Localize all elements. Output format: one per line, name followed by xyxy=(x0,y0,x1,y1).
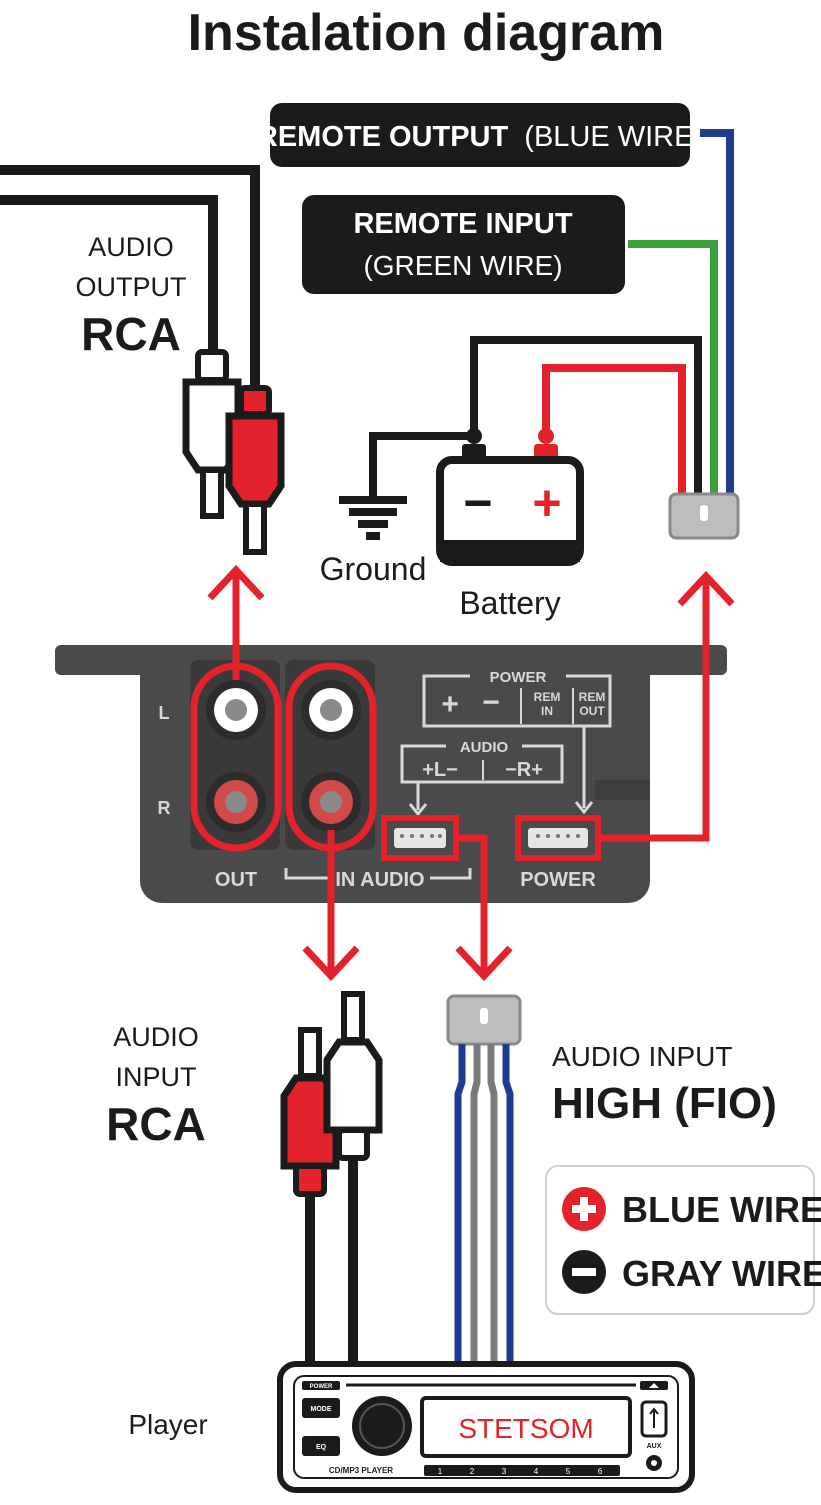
preset-6: 6 xyxy=(598,1467,603,1476)
remote-output-light: (BLUE WIRE) xyxy=(524,121,703,153)
audio-output-cables xyxy=(0,165,260,390)
player-preset-buttons: 1 2 3 4 5 6 xyxy=(424,1465,620,1476)
player-power-button: POWER xyxy=(310,1384,333,1390)
power-panel-plus: + xyxy=(441,688,459,721)
battery-label: Battery xyxy=(459,585,560,621)
battery-black-wire xyxy=(470,336,702,495)
arrow-high-input-line xyxy=(456,834,488,974)
audio-input-label-rca: RCA xyxy=(106,1098,206,1150)
arrow-power-head xyxy=(677,570,735,607)
power-panel-minus: − xyxy=(482,686,500,719)
arrow-out-rca-head xyxy=(207,564,265,601)
input-rca-cables xyxy=(305,1156,358,1372)
player-eq-button: EQ xyxy=(316,1444,327,1451)
in-jack-r xyxy=(301,772,361,832)
output-cable-lower xyxy=(0,195,218,355)
in-jack-l xyxy=(301,680,361,740)
audio-panel: AUDIO +L− −R+ xyxy=(400,737,564,817)
preset-2: 2 xyxy=(470,1467,475,1476)
out-jack-r xyxy=(206,772,266,832)
output-cable-upper xyxy=(0,165,260,390)
power-panel: POWER + − REM IN REM OUT xyxy=(422,667,612,815)
amplifier-module: L R OUT xyxy=(55,645,727,903)
high-input-wires xyxy=(454,1044,514,1372)
power-connector-label: POWER xyxy=(520,869,596,891)
audio-input-high-label-2: HIGH (FIO) xyxy=(552,1079,777,1128)
power-panel-title: POWER xyxy=(490,669,547,686)
remote-input-box: REMOTE INPUT (GREEN WIRE) xyxy=(302,195,625,294)
legend-blue-wire: BLUE WIRE xyxy=(622,1189,821,1230)
player-mode-button: MODE xyxy=(311,1406,332,1413)
rca-plug-white-output xyxy=(182,349,242,519)
audio-output-label-2: OUTPUT xyxy=(76,272,187,302)
out-jack-l xyxy=(206,680,266,740)
arrow-power-line xyxy=(598,578,710,842)
remote-output-box: REMOTE OUTPUT (BLUE WIRE) xyxy=(257,103,703,167)
player-model-label: CD/MP3 PLAYER xyxy=(329,1466,393,1475)
svg-text:REMOTE OUTPUT (BLUE WIRE: REMOTE OUTPUT (BLUE WIRE) xyxy=(257,121,703,153)
rca-plug-red-output xyxy=(225,385,285,555)
channel-r-label: R xyxy=(158,798,171,818)
remote-input-green-wire xyxy=(628,240,718,495)
audio-output-label-1: AUDIO xyxy=(88,232,174,262)
audio-input-label-1: AUDIO xyxy=(113,1022,199,1052)
preset-1: 1 xyxy=(438,1467,443,1476)
remote-input-light: (GREEN WIRE) xyxy=(363,250,562,281)
wire-legend: BLUE WIRE GRAY WIRE xyxy=(545,1165,821,1315)
rem-out-1: REM xyxy=(579,690,606,704)
aux-label: AUX xyxy=(647,1443,662,1450)
power-wire-connector xyxy=(668,492,740,540)
car-stereo-player: POWER MODE EQ CD/MP3 PLAYER STETSOM 1 2 … xyxy=(277,1361,695,1493)
page-title: Instalation diagram xyxy=(188,4,665,62)
audio-input-label-2: INPUT xyxy=(116,1062,197,1092)
battery-icon: − + xyxy=(436,428,584,566)
arrow-in-rca-head xyxy=(302,945,360,982)
arrow-high-input-head xyxy=(455,945,513,982)
legend-gray-wire: GRAY WIRE xyxy=(622,1253,821,1294)
remote-input-bold: REMOTE INPUT xyxy=(353,208,572,240)
minus-icon xyxy=(562,1250,606,1294)
battery-red-wire xyxy=(542,364,686,495)
ground-label: Ground xyxy=(320,551,427,587)
battery-minus: − xyxy=(463,475,492,531)
in-audio-label: IN AUDIO xyxy=(335,869,424,891)
high-input-connector xyxy=(446,994,522,1046)
player-display: STETSOM xyxy=(458,1413,593,1444)
channel-l-label: L xyxy=(159,703,170,723)
plus-icon xyxy=(562,1187,606,1231)
rem-in-2: IN xyxy=(541,704,553,718)
audio-panel-title: AUDIO xyxy=(460,739,509,756)
out-label: OUT xyxy=(215,869,257,891)
player-label: Player xyxy=(128,1409,207,1440)
battery-plus: + xyxy=(532,475,561,531)
remote-output-bold: REMOTE OUTPUT xyxy=(257,121,509,153)
remote-output-blue-wire xyxy=(700,129,734,495)
audio-panel-right: −R+ xyxy=(505,759,543,781)
audio-output-label-rca: RCA xyxy=(81,308,181,360)
preset-4: 4 xyxy=(534,1467,539,1476)
rca-plug-white-input xyxy=(323,991,383,1161)
audio-input-high-label-1: AUDIO INPUT xyxy=(552,1041,732,1072)
preset-5: 5 xyxy=(566,1467,571,1476)
rem-in-1: REM xyxy=(534,690,561,704)
audio-panel-left: +L− xyxy=(422,759,458,781)
preset-3: 3 xyxy=(502,1467,507,1476)
flow-arrows xyxy=(207,564,735,982)
ground-symbol xyxy=(339,432,474,540)
rem-out-2: OUT xyxy=(579,704,605,718)
